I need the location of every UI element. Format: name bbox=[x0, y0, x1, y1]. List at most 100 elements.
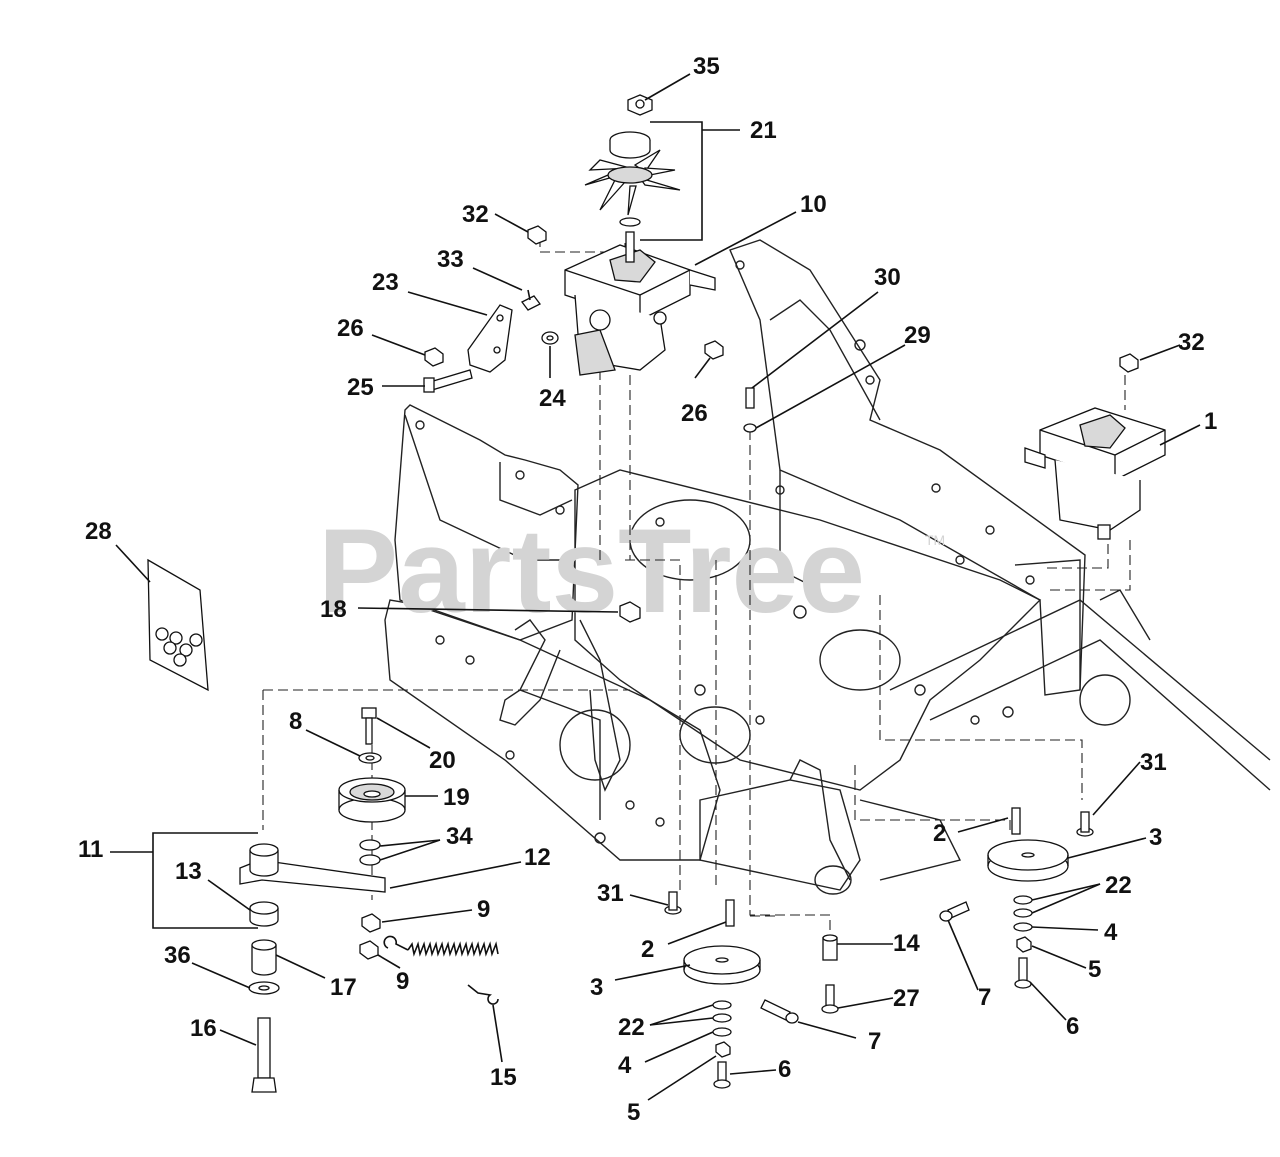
part-bolt-27 bbox=[821, 984, 839, 1014]
part-bolt-7-right bbox=[939, 901, 970, 922]
part-bracket-23 bbox=[467, 304, 513, 373]
part-spring-15 bbox=[383, 935, 499, 1005]
part-nut-32-top bbox=[527, 225, 547, 245]
callout-3: 3 bbox=[590, 974, 603, 1001]
part-bolt-31-left bbox=[664, 891, 682, 915]
part-nut-5-left bbox=[715, 1041, 731, 1058]
chassis-frame bbox=[384, 239, 1271, 895]
callout-5: 5 bbox=[1088, 956, 1101, 983]
callout-6: 6 bbox=[1066, 1013, 1079, 1040]
part-pulley-19 bbox=[338, 777, 406, 823]
callout-13: 13 bbox=[175, 858, 202, 885]
watermark: PartsTree TM bbox=[318, 504, 945, 638]
part-washers-22-left bbox=[712, 1000, 732, 1023]
alignment-lines bbox=[262, 237, 1131, 930]
callout-26: 26 bbox=[681, 400, 708, 427]
callout-9: 9 bbox=[396, 968, 409, 995]
part-bolt-30 bbox=[745, 387, 755, 409]
callout-6: 6 bbox=[778, 1056, 791, 1083]
callout-28: 28 bbox=[85, 518, 112, 545]
callout-18: 18 bbox=[320, 596, 347, 623]
part-spacer-14 bbox=[822, 934, 838, 961]
callout-7: 7 bbox=[868, 1028, 881, 1055]
callout-17: 17 bbox=[330, 974, 357, 1001]
part-nut-26-right bbox=[704, 340, 724, 360]
callout-11: 11 bbox=[78, 836, 103, 863]
callout-1: 1 bbox=[1204, 408, 1217, 435]
part-decal-28 bbox=[147, 558, 209, 692]
part-washer-4-right bbox=[1013, 922, 1033, 932]
part-transmission-1 bbox=[1024, 407, 1166, 540]
part-pulley-3-left bbox=[683, 945, 761, 985]
part-bushing-13 bbox=[249, 901, 279, 927]
part-key-2-right bbox=[1011, 807, 1021, 835]
callout-3: 3 bbox=[1149, 824, 1162, 851]
part-bolt-20 bbox=[361, 707, 377, 745]
callout-22: 22 bbox=[1105, 872, 1132, 899]
part-bolt-31-right bbox=[1076, 811, 1094, 837]
leader-lines bbox=[110, 73, 1201, 1101]
part-idler-arm-12 bbox=[239, 843, 386, 893]
callout-26: 26 bbox=[337, 315, 364, 342]
callout-35: 35 bbox=[693, 53, 720, 80]
part-nut-32-right bbox=[1119, 353, 1139, 373]
callout-23: 23 bbox=[372, 269, 399, 296]
callout-33: 33 bbox=[437, 246, 464, 273]
callout-24: 24 bbox=[539, 385, 566, 412]
callout-7: 7 bbox=[978, 984, 991, 1011]
part-bolt-25 bbox=[423, 369, 473, 393]
callout-12: 12 bbox=[524, 844, 551, 871]
callout-numbers: 35 21 10 32 33 23 26 25 24 26 30 29 32 1… bbox=[78, 53, 1217, 1126]
part-bolt-7-left bbox=[760, 999, 799, 1024]
part-washer-36 bbox=[248, 981, 280, 995]
callout-9: 9 bbox=[477, 896, 490, 923]
callout-20: 20 bbox=[429, 747, 456, 774]
part-nut-9-upper bbox=[361, 913, 381, 933]
callout-32: 32 bbox=[462, 201, 489, 228]
callout-30: 30 bbox=[874, 264, 901, 291]
part-nut-5-right bbox=[1016, 936, 1032, 953]
callout-8: 8 bbox=[289, 708, 302, 735]
callout-29: 29 bbox=[904, 322, 931, 349]
part-washer-8 bbox=[358, 752, 382, 764]
part-washer-29 bbox=[743, 423, 757, 433]
part-nut-26-left bbox=[424, 347, 444, 367]
part-spacer-24 bbox=[541, 331, 559, 345]
part-washers-22-right bbox=[1013, 895, 1033, 918]
callout-25: 25 bbox=[347, 374, 374, 401]
part-bolt-6-right bbox=[1014, 957, 1032, 989]
part-washer-4-left bbox=[712, 1027, 732, 1037]
callout-27: 27 bbox=[893, 985, 920, 1012]
callout-15: 15 bbox=[490, 1064, 517, 1091]
callout-16: 16 bbox=[190, 1015, 217, 1042]
callout-4: 4 bbox=[618, 1052, 632, 1079]
callout-31: 31 bbox=[597, 880, 624, 907]
callout-32: 32 bbox=[1178, 329, 1205, 356]
part-bolt-6-left bbox=[713, 1061, 731, 1089]
callout-31: 31 bbox=[1140, 749, 1167, 776]
part-nut-9-lower bbox=[359, 940, 379, 960]
callout-5: 5 bbox=[627, 1099, 640, 1126]
part-spacer-17 bbox=[251, 939, 277, 976]
part-nut-18 bbox=[619, 601, 641, 623]
callout-2: 2 bbox=[641, 936, 654, 963]
callout-19: 19 bbox=[443, 784, 470, 811]
part-bolt-16 bbox=[251, 1017, 277, 1093]
part-washers-34 bbox=[359, 839, 381, 866]
part-key-2-left bbox=[725, 899, 735, 927]
callout-4: 4 bbox=[1104, 919, 1118, 946]
part-pulley-3-right bbox=[987, 839, 1069, 882]
watermark-text: PartsTree bbox=[318, 504, 865, 638]
part-transmission-10 bbox=[564, 231, 716, 376]
callout-34: 34 bbox=[446, 823, 473, 850]
callout-21: 21 bbox=[750, 117, 777, 144]
watermark-trademark: TM bbox=[925, 532, 945, 548]
callout-22: 22 bbox=[618, 1014, 645, 1041]
callout-14: 14 bbox=[893, 930, 920, 957]
callout-2: 2 bbox=[933, 820, 946, 847]
callout-10: 10 bbox=[800, 191, 827, 218]
callout-36: 36 bbox=[164, 942, 191, 969]
part-fan-21 bbox=[584, 131, 681, 227]
part-bolt-33 bbox=[521, 289, 541, 311]
